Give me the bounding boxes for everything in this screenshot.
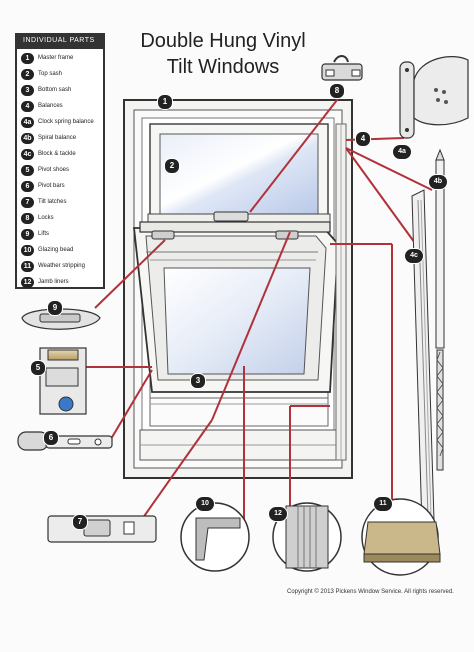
callout-3: 3 <box>190 373 206 389</box>
callout-9: 9 <box>47 300 63 316</box>
legend-item: 11 Weather stripping <box>21 259 85 273</box>
legend-number: 9 <box>21 228 34 240</box>
legend-label: Glazing bead <box>38 247 74 253</box>
lift-part <box>21 308 101 330</box>
legend-label: Top sash <box>38 71 63 77</box>
parts-legend: INDIVIDUAL PARTS 1 Master frame 2 Top sash… <box>15 33 105 289</box>
tilt-latch-part <box>47 515 157 543</box>
bottom-sash <box>132 221 339 393</box>
legend-number: 6 <box>21 180 34 192</box>
callout-2: 2 <box>164 158 180 174</box>
legend-label: Balances <box>38 103 63 109</box>
title-line-1: Double Hung Vinyl <box>140 30 306 52</box>
callout-5: 5 <box>30 360 46 376</box>
legend-label: Jamb liners <box>38 279 69 285</box>
pivot-bar-part <box>17 431 113 451</box>
jamb-channel <box>335 123 347 461</box>
legend-number: 12 <box>21 276 34 288</box>
legend-number: 11 <box>21 260 34 272</box>
clock-spring-balance <box>399 56 469 139</box>
legend-item: 12 Jamb liners <box>21 275 69 289</box>
tilt-latch-marks <box>151 230 299 240</box>
callout-7: 7 <box>72 514 88 530</box>
legend-heading: INDIVIDUAL PARTS <box>17 35 103 49</box>
block-and-tackle <box>411 189 435 527</box>
jamb-liner-detail <box>272 502 342 572</box>
legend-item: 4a Clock spring balance <box>21 115 94 129</box>
legend-item: 10 Glazing bead <box>21 243 73 257</box>
legend-item: 7 Tilt latches <box>21 195 66 209</box>
legend-item: 3 Bottom sash <box>21 83 71 97</box>
legend-label: Weather stripping <box>38 263 85 269</box>
legend-label: Spiral balance <box>38 135 77 141</box>
legend-number: 10 <box>21 244 34 256</box>
callout-4b: 4b <box>428 174 448 190</box>
legend-number: 1 <box>21 52 34 64</box>
callout-4a: 4a <box>392 144 412 160</box>
spiral-balance <box>435 148 445 471</box>
copyright-notice: Copyright © 2013 Pickens Window Service.… <box>287 589 454 595</box>
legend-item: 4b Spiral balance <box>21 131 76 145</box>
callout-8: 8 <box>329 83 345 99</box>
lock-part <box>321 55 363 81</box>
pivot-shoe-part <box>39 347 87 415</box>
callout-4: 4 <box>355 131 371 147</box>
legend-item: 4 Balances <box>21 99 63 113</box>
legend-label: Master frame <box>38 55 74 61</box>
callout-10: 10 <box>195 496 215 512</box>
legend-item: 2 Top sash <box>21 67 62 81</box>
legend-label: Locks <box>38 215 54 221</box>
legend-item: 1 Master frame <box>21 51 73 65</box>
legend-number: 2 <box>21 68 34 80</box>
glazing-bead-detail <box>180 502 250 572</box>
callout-11: 11 <box>373 496 393 512</box>
callout-6: 6 <box>43 430 59 446</box>
callout-1: 1 <box>157 94 173 110</box>
legend-number: 5 <box>21 164 34 176</box>
title-line-2: Tilt Windows <box>166 56 280 78</box>
legend-item: 8 Locks <box>21 211 54 225</box>
legend-number: 4b <box>21 132 34 144</box>
legend-number: 3 <box>21 84 34 96</box>
diagram-title: Double Hung Vinyl Tilt Windows <box>118 28 328 80</box>
legend-label: Block & tackle <box>38 151 76 157</box>
legend-number: 7 <box>21 196 34 208</box>
callout-12: 12 <box>268 506 288 522</box>
top-sash <box>147 123 331 225</box>
callout-4c: 4c <box>404 248 424 264</box>
legend-item: 4c Block & tackle <box>21 147 76 161</box>
legend-label: Pivot bars <box>38 183 65 189</box>
legend-item: 9 Lifts <box>21 227 49 241</box>
legend-number: 4a <box>21 116 34 128</box>
leader-lines <box>82 90 433 523</box>
legend-number: 8 <box>21 212 34 224</box>
legend-item: 5 Pivot shoes <box>21 163 69 177</box>
legend-label: Pivot shoes <box>38 167 70 173</box>
sash-lock <box>213 211 249 222</box>
legend-label: Bottom sash <box>38 87 72 93</box>
legend-label: Clock spring balance <box>38 119 94 125</box>
weather-stripping-detail <box>361 498 441 576</box>
legend-item: 6 Pivot bars <box>21 179 65 193</box>
legend-number: 4c <box>21 148 34 160</box>
legend-label: Tilt latches <box>38 199 67 205</box>
legend-number: 4 <box>21 100 34 112</box>
legend-label: Lifts <box>38 231 50 237</box>
